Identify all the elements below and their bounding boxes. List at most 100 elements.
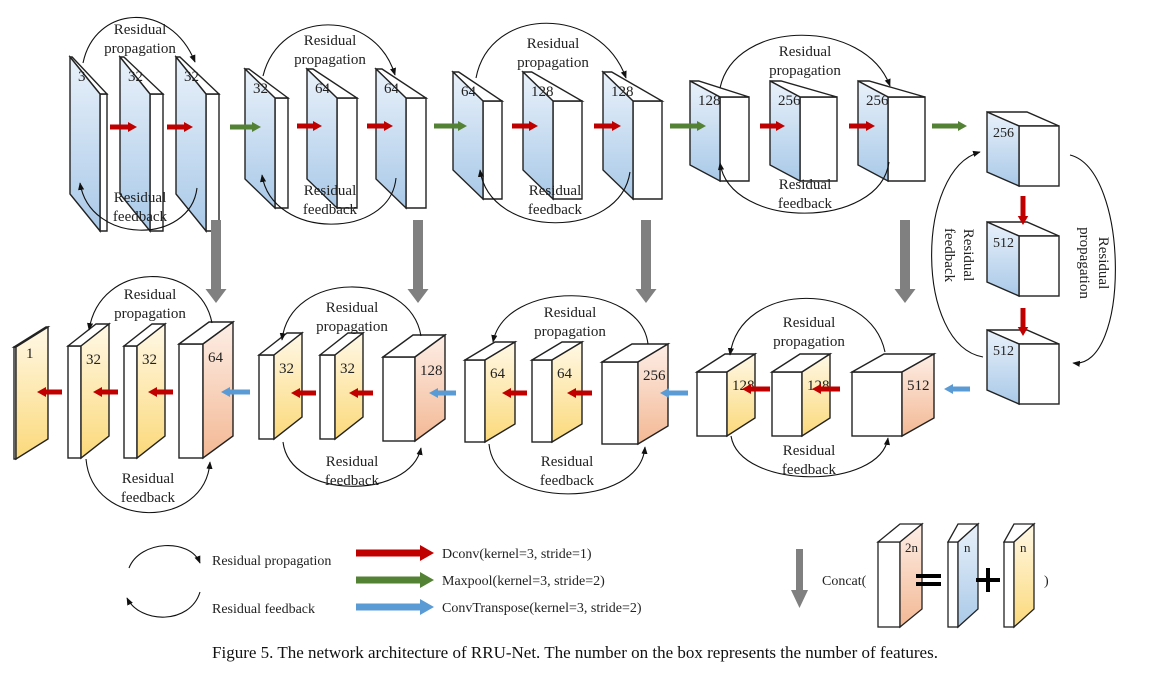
labels: ResidualpropagationResidualfeedbackResid… [104,22,1111,506]
dconv-arrow [760,121,785,131]
label-line2: feedback [113,209,168,225]
legend-maxpool-label: Maxpool(kernel=3, stride=2) [442,574,605,589]
legend-concat-2n-block: 2n [876,522,924,629]
enc1-block-3: 32 [174,55,221,233]
figure-caption: Figure 5. The network architecture of RR… [212,643,938,662]
enc2-block-2: 64 [305,67,360,210]
dec1-block-1: 512 [849,352,937,438]
dconv-arrow [594,121,621,131]
label-line2: propagation [769,63,841,79]
legend-dconv-label: Dconv(kernel=3, stride=1) [442,547,592,562]
legend-convtranspose-label: ConvTranspose(kernel=3, stride=2) [442,601,642,616]
output-block: 1 [11,325,51,461]
block-label: 256 [643,368,666,384]
label-line2: propagation [517,55,589,71]
block-label: 32 [142,352,157,368]
label-line2: feedback [778,196,833,212]
legend-concat-arrow-icon [791,549,808,608]
residual-propagation-curve [279,286,422,341]
dec1-propagation-label: Residual propagation [773,315,845,350]
dconv-arrow [742,384,770,394]
residual-propagation-curve [82,17,196,64]
dconv-arrow [502,388,527,398]
block-label: 3 [78,69,86,85]
residual-propagation-curve [262,24,396,77]
concat-arrow [894,220,916,303]
label-line2: propagation [114,306,186,322]
dec3-block-2: 32 [317,331,366,441]
residual-feedback-curve [85,458,213,514]
output-block-label: 1 [26,346,34,362]
dconv-arrow [812,384,840,394]
residual-propagation-curve [1069,154,1116,367]
label-line1: Residual [783,443,836,459]
block-label: 64 [315,81,331,97]
label-line2: propagation [316,319,388,335]
maxpool-arrow [230,122,261,132]
residual-curves [78,17,1116,514]
block-label: 64 [490,366,506,382]
legend-residual-feedback: Residual feedback [212,602,315,617]
convtranspose-arrow [429,388,456,398]
legend-feedback-icon [126,591,201,618]
dconv-arrow [148,387,173,397]
label-line2: feedback [782,462,837,478]
block-label: 512 [993,344,1014,359]
block-label: 128 [420,363,443,379]
label-line2: feedback [941,228,957,283]
dconv-arrow [849,121,875,131]
block-label: 32 [253,81,268,97]
enc3-block-3: 128 [601,70,665,201]
block-label: 64 [557,366,573,382]
maxpool-arrow [670,121,706,131]
dec1-block-2: 128 [769,352,833,438]
label-line1: Residual [1095,237,1111,290]
legend-convtranspose-arrow-icon [356,599,434,615]
label-line1: Residual [124,287,177,303]
enc4-block-2: 256 [769,79,838,183]
residual-propagation-curve [727,297,886,356]
residual-feedback-curve [488,443,648,495]
label-line1: Residual [304,183,357,199]
maxpool-arrow [434,121,467,131]
label-line2: propagation [773,334,845,350]
label-line1: Residual [114,190,167,206]
legend-maxpool-arrow-icon [356,572,434,588]
label-line1: Residual [529,183,582,199]
concat-arrow [635,220,657,303]
label-line1: Residual [783,315,836,331]
enc2-block-1: 32 [243,67,291,210]
block-label: 128 [611,84,634,100]
residual-feedback-curve [477,169,631,224]
label-line2: propagation [294,52,366,68]
dec3-block-1: 128 [380,333,448,443]
residual-propagation-curve [719,34,891,89]
legend-residual-propagation: Residual propagation [212,554,331,569]
bottleneck-block-2: 512 [986,220,1060,298]
dconv-arrow [567,388,592,398]
dconv-arrow [291,388,316,398]
dconv-arrow [349,388,373,398]
legend-concat-close: ) [1044,574,1049,589]
bottleneck-block-3: 512 [986,328,1060,406]
block-label: 256 [778,93,801,109]
dec3-block-3: 32 [256,331,305,441]
dec1-feedback-label: Residual feedback [782,443,837,478]
enc4-block-1: 128 [689,79,750,183]
dconv-arrow [1017,308,1029,336]
residual-feedback-curve [931,150,984,358]
block-label: 32 [86,352,101,368]
dec2-block-2: 64 [529,340,585,444]
dec1-block-3: 128 [694,352,758,438]
legend-dconv-arrow-icon [356,545,434,561]
label-line1: Residual [960,229,976,282]
equals-icon [916,574,941,586]
dec4-block-2: 32 [121,322,168,460]
